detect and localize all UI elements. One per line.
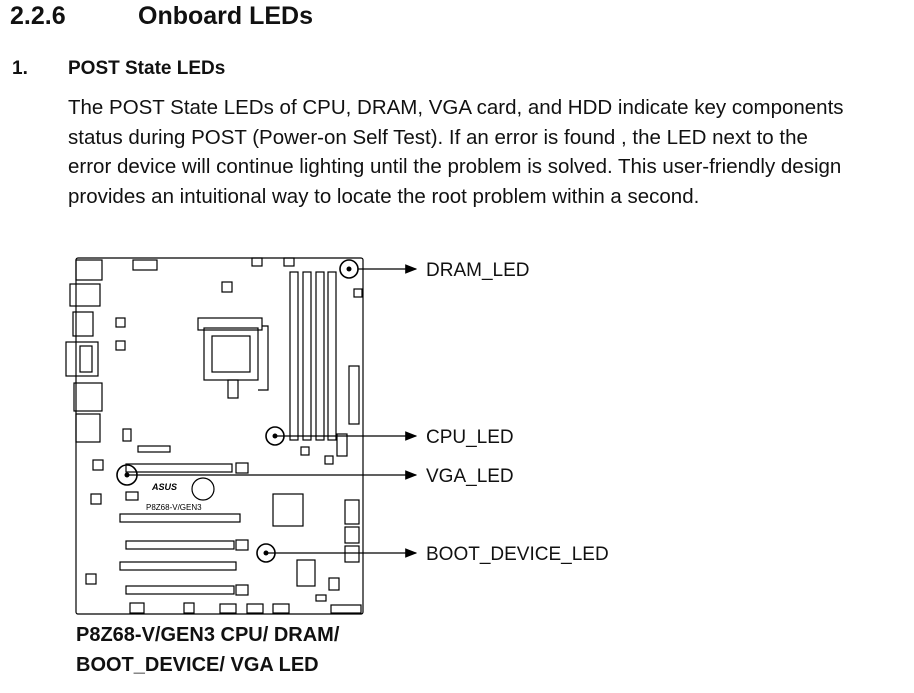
- pcie-slots: [119, 445, 249, 596]
- sata-connectors: [344, 499, 360, 563]
- paragraph-line: error device will continue lighting unti…: [68, 155, 842, 178]
- small-components: [85, 257, 363, 614]
- section-number: 2.2.6: [10, 2, 66, 30]
- board-model-label: P8Z68-V/GEN3: [146, 503, 202, 512]
- atx-power-connector: [348, 365, 360, 425]
- dimm-slots: [289, 271, 337, 441]
- boot-device-led-label: BOOT_DEVICE_LED: [426, 544, 609, 565]
- item-title: POST State LEDs: [68, 58, 226, 79]
- cpu-led-label: CPU_LED: [426, 427, 514, 448]
- paragraph-line: provides an intuitional way to locate th…: [68, 184, 700, 208]
- figure-caption-line-2: BOOT_DEVICE/ VGA LED: [76, 654, 319, 676]
- cpu-socket: [197, 317, 269, 399]
- description-paragraph: The POST State LEDs of CPU, DRAM, VGA ca…: [68, 93, 908, 211]
- rear-io-ports: [65, 259, 103, 443]
- io-controller: [296, 559, 316, 587]
- battery: [191, 477, 215, 501]
- figure-caption-line-1: P8Z68-V/GEN3 CPU/ DRAM/: [76, 624, 340, 646]
- section-title: Onboard LEDs: [138, 2, 314, 30]
- item-number: 1.: [12, 58, 28, 79]
- asus-logo: ASUS: [151, 482, 177, 492]
- paragraph-line: status during POST (Power-on Self Test).…: [68, 125, 808, 149]
- vga-led-label: VGA_LED: [426, 466, 514, 487]
- usb3-header: [336, 433, 348, 457]
- dram-led-label: DRAM_LED: [426, 260, 529, 281]
- chipset: [272, 493, 304, 527]
- paragraph-line: The POST State LEDs of CPU, DRAM, VGA ca…: [68, 96, 844, 119]
